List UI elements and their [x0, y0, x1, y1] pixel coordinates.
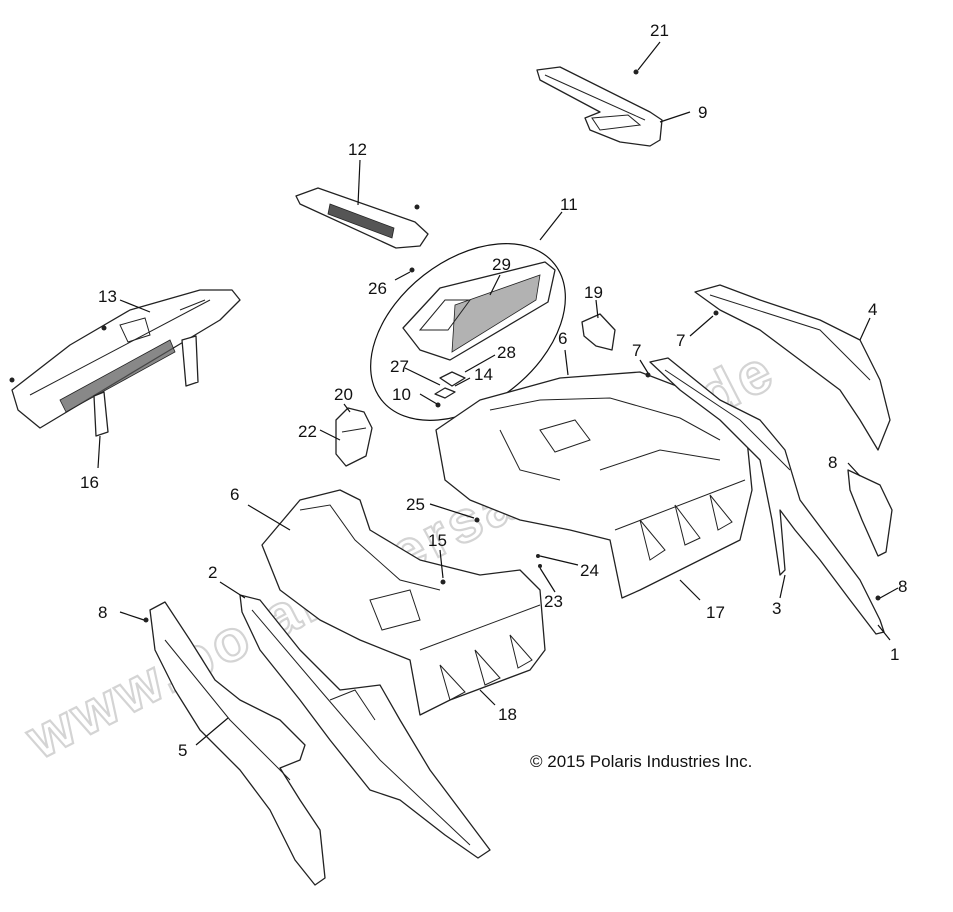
callout-23: 23 [544, 592, 563, 611]
part-18-floor-box[interactable] [261, 489, 546, 716]
part-3-rail[interactable] [649, 357, 885, 635]
callout-8c: 8 [98, 603, 107, 622]
callout-18: 18 [498, 705, 517, 724]
callout-13: 13 [98, 287, 117, 306]
callout-12: 12 [348, 140, 367, 159]
part-12-grille-cover[interactable] [295, 187, 429, 249]
screw-8-icon [143, 617, 149, 623]
callout-6a: 6 [558, 329, 567, 348]
callout-11: 11 [560, 195, 578, 214]
callout-22: 22 [298, 422, 317, 441]
callout-27: 27 [390, 357, 409, 376]
part-11-group-outline [370, 243, 566, 421]
callout-21: 21 [650, 21, 669, 40]
callout-4: 4 [868, 300, 877, 319]
screw-7-icon [713, 310, 719, 316]
callout-8b: 8 [898, 577, 907, 596]
callout-17: 17 [706, 603, 725, 622]
callout-9: 9 [698, 103, 707, 122]
part-19-bracket[interactable] [581, 313, 616, 351]
screw-8-icon [875, 595, 881, 601]
copyright-notice: © 2015 Polaris Industries Inc. [530, 752, 752, 771]
callout-3: 3 [772, 599, 781, 618]
screw-25-icon [474, 517, 480, 523]
screw-24-icon [536, 554, 540, 558]
screw-icon [414, 204, 420, 210]
callout-25: 25 [406, 495, 425, 514]
callout-20: 20 [334, 385, 353, 404]
leader-lines [97, 41, 899, 746]
part-4-rail-panel[interactable] [694, 284, 891, 451]
screw-21-icon [633, 69, 639, 75]
callout-7a: 7 [632, 341, 641, 360]
callout-8a: 8 [828, 453, 837, 472]
callout-15: 15 [428, 531, 447, 550]
screw-23-icon [538, 564, 542, 568]
screw-icon [9, 377, 15, 383]
callout-14: 14 [474, 365, 493, 384]
callout-6b: 6 [230, 485, 239, 504]
part-2-side-panel[interactable] [239, 594, 491, 859]
part-13-dash-panel[interactable] [11, 289, 241, 429]
callout-29: 29 [492, 255, 511, 274]
screw-26-icon [409, 267, 415, 273]
part-17-cargo-box[interactable] [435, 371, 753, 599]
callout-2: 2 [208, 563, 217, 582]
part-14-bracket[interactable] [434, 371, 466, 399]
callout-7b: 7 [676, 331, 685, 350]
part-29-storage-net[interactable] [402, 261, 556, 361]
callout-24: 24 [580, 561, 599, 580]
part-16-bracket[interactable] [93, 335, 199, 437]
callout-16: 16 [80, 473, 99, 492]
callout-26: 26 [368, 279, 387, 298]
part-20-bracket[interactable] [335, 407, 373, 467]
screw-7-icon [645, 372, 651, 378]
callout-10: 10 [392, 385, 411, 404]
part-9-cover[interactable] [536, 66, 663, 147]
callout-1: 1 [890, 645, 899, 664]
callout-19: 19 [584, 283, 603, 302]
screw-15-icon [440, 579, 446, 585]
callout-5: 5 [178, 741, 187, 760]
callout-28: 28 [497, 343, 516, 362]
part-8-side-panel[interactable] [847, 469, 893, 557]
screw-icon [101, 325, 107, 331]
